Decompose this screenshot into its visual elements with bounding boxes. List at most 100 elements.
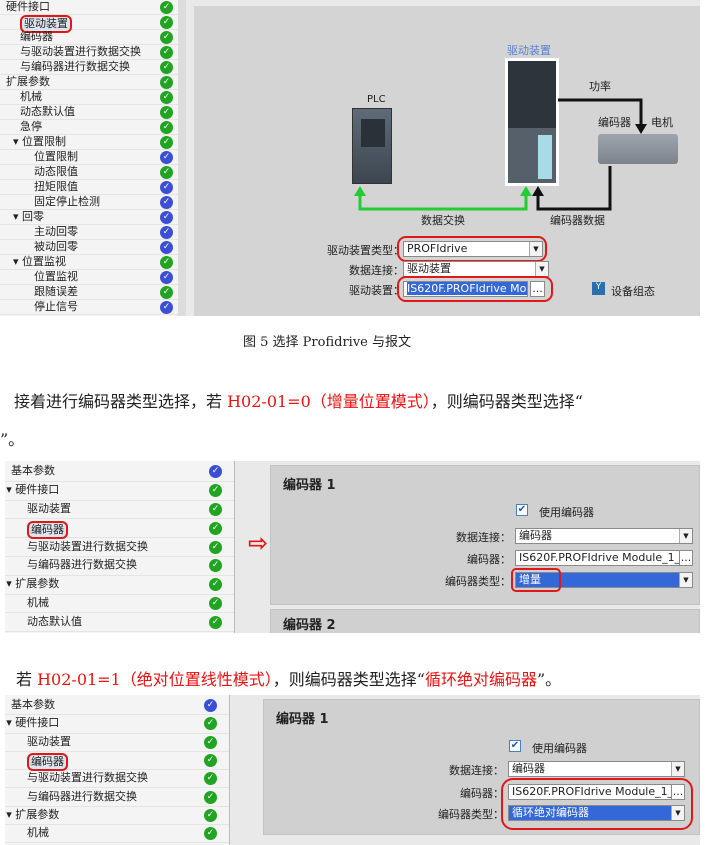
data-conn-value: 驱动装置 xyxy=(407,262,451,275)
tree-item[interactable]: ▾ 硬件接口✓ xyxy=(5,482,234,501)
tree-item[interactable]: 主动回零✓ xyxy=(0,225,185,240)
status-ok-icon: ✓ xyxy=(160,0,173,14)
highlight-circle xyxy=(501,778,693,830)
tree-item[interactable]: ▾ 位置监视✓ xyxy=(0,255,185,270)
tree-item[interactable]: 停止信号✓ xyxy=(0,300,185,315)
chevron-down-icon[interactable]: ▼ xyxy=(679,573,692,587)
use-encoder-checkbox[interactable]: ✔ xyxy=(509,740,521,752)
tree-item[interactable]: 动态限值✓ xyxy=(0,165,185,180)
use-encoder-checkbox[interactable]: ✔ xyxy=(516,504,528,516)
data-conn-label: 数据连接： xyxy=(349,264,404,277)
tree-item[interactable]: 基本参数✓ xyxy=(5,697,229,716)
chevron-down-icon[interactable]: ▼ xyxy=(535,262,548,276)
data-conn-select[interactable]: 驱动装置 ▼ xyxy=(403,261,549,277)
encoder-type-select[interactable]: 循环绝对编码器▼ xyxy=(508,805,685,821)
encoder-data-label: 编码器数据 xyxy=(550,214,605,227)
tree-item[interactable]: 扭矩限值✓ xyxy=(0,180,185,195)
tree-item[interactable]: 机械✓ xyxy=(5,595,234,614)
status-checked-icon: ✓ xyxy=(160,195,173,209)
tree-item[interactable]: 与编码器进行数据交换✓ xyxy=(0,60,185,75)
text: 接着进行编码器类型选择，若 xyxy=(14,392,228,411)
tree-item[interactable]: 急停 ✓ xyxy=(0,120,185,135)
motor xyxy=(598,134,678,164)
chevron-down-icon[interactable]: ▼ xyxy=(671,762,684,776)
tree-item[interactable]: 扩展参数 ✓ xyxy=(0,75,185,90)
tree-item-label: 编码器 xyxy=(27,520,68,539)
encoder-value: IS620F.PROFIdrive Module_1_编 xyxy=(519,551,680,564)
encoder-value: IS620F.PROFIdrive Module_1_编 xyxy=(512,785,672,798)
status-ok-icon: ✓ xyxy=(204,827,217,841)
status-checked-icon: ✓ xyxy=(160,300,173,314)
status-ok-icon: ✓ xyxy=(160,255,173,269)
figure-caption: 图 5 选择 Profidrive 与报文 xyxy=(243,335,411,350)
status-ok-icon: ✓ xyxy=(209,559,222,573)
tree-item[interactable]: 机械✓ xyxy=(0,90,185,105)
status-ok-icon: ✓ xyxy=(160,15,173,29)
tree-item[interactable]: 固定停止检测✓ xyxy=(0,195,185,210)
browse-button[interactable]: ... xyxy=(679,550,693,566)
tree-item-label: 主动回零 xyxy=(34,224,78,238)
tree-item[interactable]: 与驱动装置进行数据交换✓ xyxy=(5,538,234,557)
status-checked-icon: ✓ xyxy=(160,240,173,254)
encoder-field[interactable]: IS620F.PROFIdrive Module_1_编 xyxy=(515,550,680,566)
tree-item[interactable]: ▾ 硬件接口✓ xyxy=(5,715,229,734)
tree-item-label: 与编码器进行数据交换 xyxy=(27,558,137,572)
status-ok-icon: ✓ xyxy=(160,105,173,119)
tree-item[interactable]: 位置限制 ✓ xyxy=(0,150,185,165)
drive-field[interactable]: IS620F.PROFIdrive Module_1 xyxy=(403,281,528,297)
data-conn-select[interactable]: 编码器 ▼ xyxy=(508,761,685,777)
drive-label: 驱动装置 xyxy=(507,44,551,57)
status-ok-icon: ✓ xyxy=(204,772,217,786)
data-conn-label: 数据连接： xyxy=(449,764,504,777)
tree-item[interactable]: 驱动装置✓ xyxy=(0,14,185,33)
tree-item[interactable]: 跟随误差✓ xyxy=(0,285,185,300)
tree-item[interactable]: 编码器✓ xyxy=(0,30,185,45)
tree-item-label: 扭矩限值 xyxy=(34,179,78,193)
tree-item[interactable]: 与编码器进行数据交换 ✓ xyxy=(5,557,234,576)
tree-item-label: 位置限制 xyxy=(34,149,78,163)
data-conn-select[interactable]: 编码器 ▼ xyxy=(515,528,693,544)
status-ok-icon: ✓ xyxy=(160,75,173,89)
tree-item[interactable]: 驱动装置✓ xyxy=(5,501,234,520)
tree-item[interactable]: 编码器✓ xyxy=(5,752,229,772)
chevron-down-icon[interactable]: ▼ xyxy=(679,529,692,543)
tree-item[interactable]: 机械✓ xyxy=(5,825,229,844)
tree-item[interactable]: 动态默认值✓ xyxy=(0,105,185,120)
tree-scrollbar[interactable] xyxy=(178,0,186,316)
tree-item[interactable]: 与驱动装置进行数据交换 ✓ xyxy=(5,770,229,789)
encoder-field[interactable]: IS620F.PROFIdrive Module_1_编 xyxy=(508,784,672,800)
tree-item[interactable]: 基本参数✓ xyxy=(5,463,234,482)
chevron-down-icon[interactable]: ▼ xyxy=(671,806,684,820)
data-conn-value: 编码器 xyxy=(519,529,552,542)
status-ok-icon: ✓ xyxy=(209,502,222,516)
tree-item[interactable]: 与驱动装置进行数据交换✓ xyxy=(0,45,185,60)
status-ok-icon: ✓ xyxy=(209,540,222,554)
drive-type-select[interactable]: PROFIdrive▼ xyxy=(403,241,543,257)
tree-item[interactable]: 动态默认值✓ xyxy=(5,613,234,633)
device-config-icon[interactable]: Y xyxy=(592,282,605,295)
tree-item-label: 急停 xyxy=(20,119,42,133)
status-ok-icon: ✓ xyxy=(204,808,217,822)
tree-item[interactable]: 位置监视✓ xyxy=(0,270,185,285)
tree-item[interactable]: 被动回零✓ xyxy=(0,240,185,255)
tree-item[interactable]: ▾ 扩展参数✓ xyxy=(5,576,234,595)
tree-item-label: 与驱动装置进行数据交换 xyxy=(27,771,148,785)
status-checked-icon: ✓ xyxy=(160,150,173,164)
tree-item[interactable]: 硬件接口✓ xyxy=(0,0,185,15)
tree-item-label: ▾ 硬件接口 xyxy=(6,716,60,730)
browse-button[interactable]: ... xyxy=(530,281,545,297)
tree-item[interactable]: ▾ 回零✓ xyxy=(0,210,185,225)
tree-item[interactable]: 编码器✓ xyxy=(5,519,234,539)
tree-item[interactable]: ▾ 位置限制✓ xyxy=(0,135,185,150)
tree-item-label: 扩展参数 xyxy=(6,74,50,88)
paragraph-incremental: 接着进行编码器类型选择，若 H02-01=0（增量位置模式），则编码器类型选择“ xyxy=(14,388,583,412)
tree-item[interactable]: 与编码器进行数据交换✓ xyxy=(5,789,229,807)
chevron-down-icon[interactable]: ▼ xyxy=(529,242,542,256)
status-ok-icon: ✓ xyxy=(160,120,173,134)
tree-item[interactable]: 驱动装置✓ xyxy=(5,734,229,752)
device-config-link[interactable]: 设备组态 xyxy=(611,285,655,298)
tree-item-label: 动态限值 xyxy=(34,164,78,178)
data-conn-value: 编码器 xyxy=(512,762,545,775)
tree-item[interactable]: ▾ 扩展参数✓ xyxy=(5,807,229,826)
drive-device xyxy=(505,58,559,186)
